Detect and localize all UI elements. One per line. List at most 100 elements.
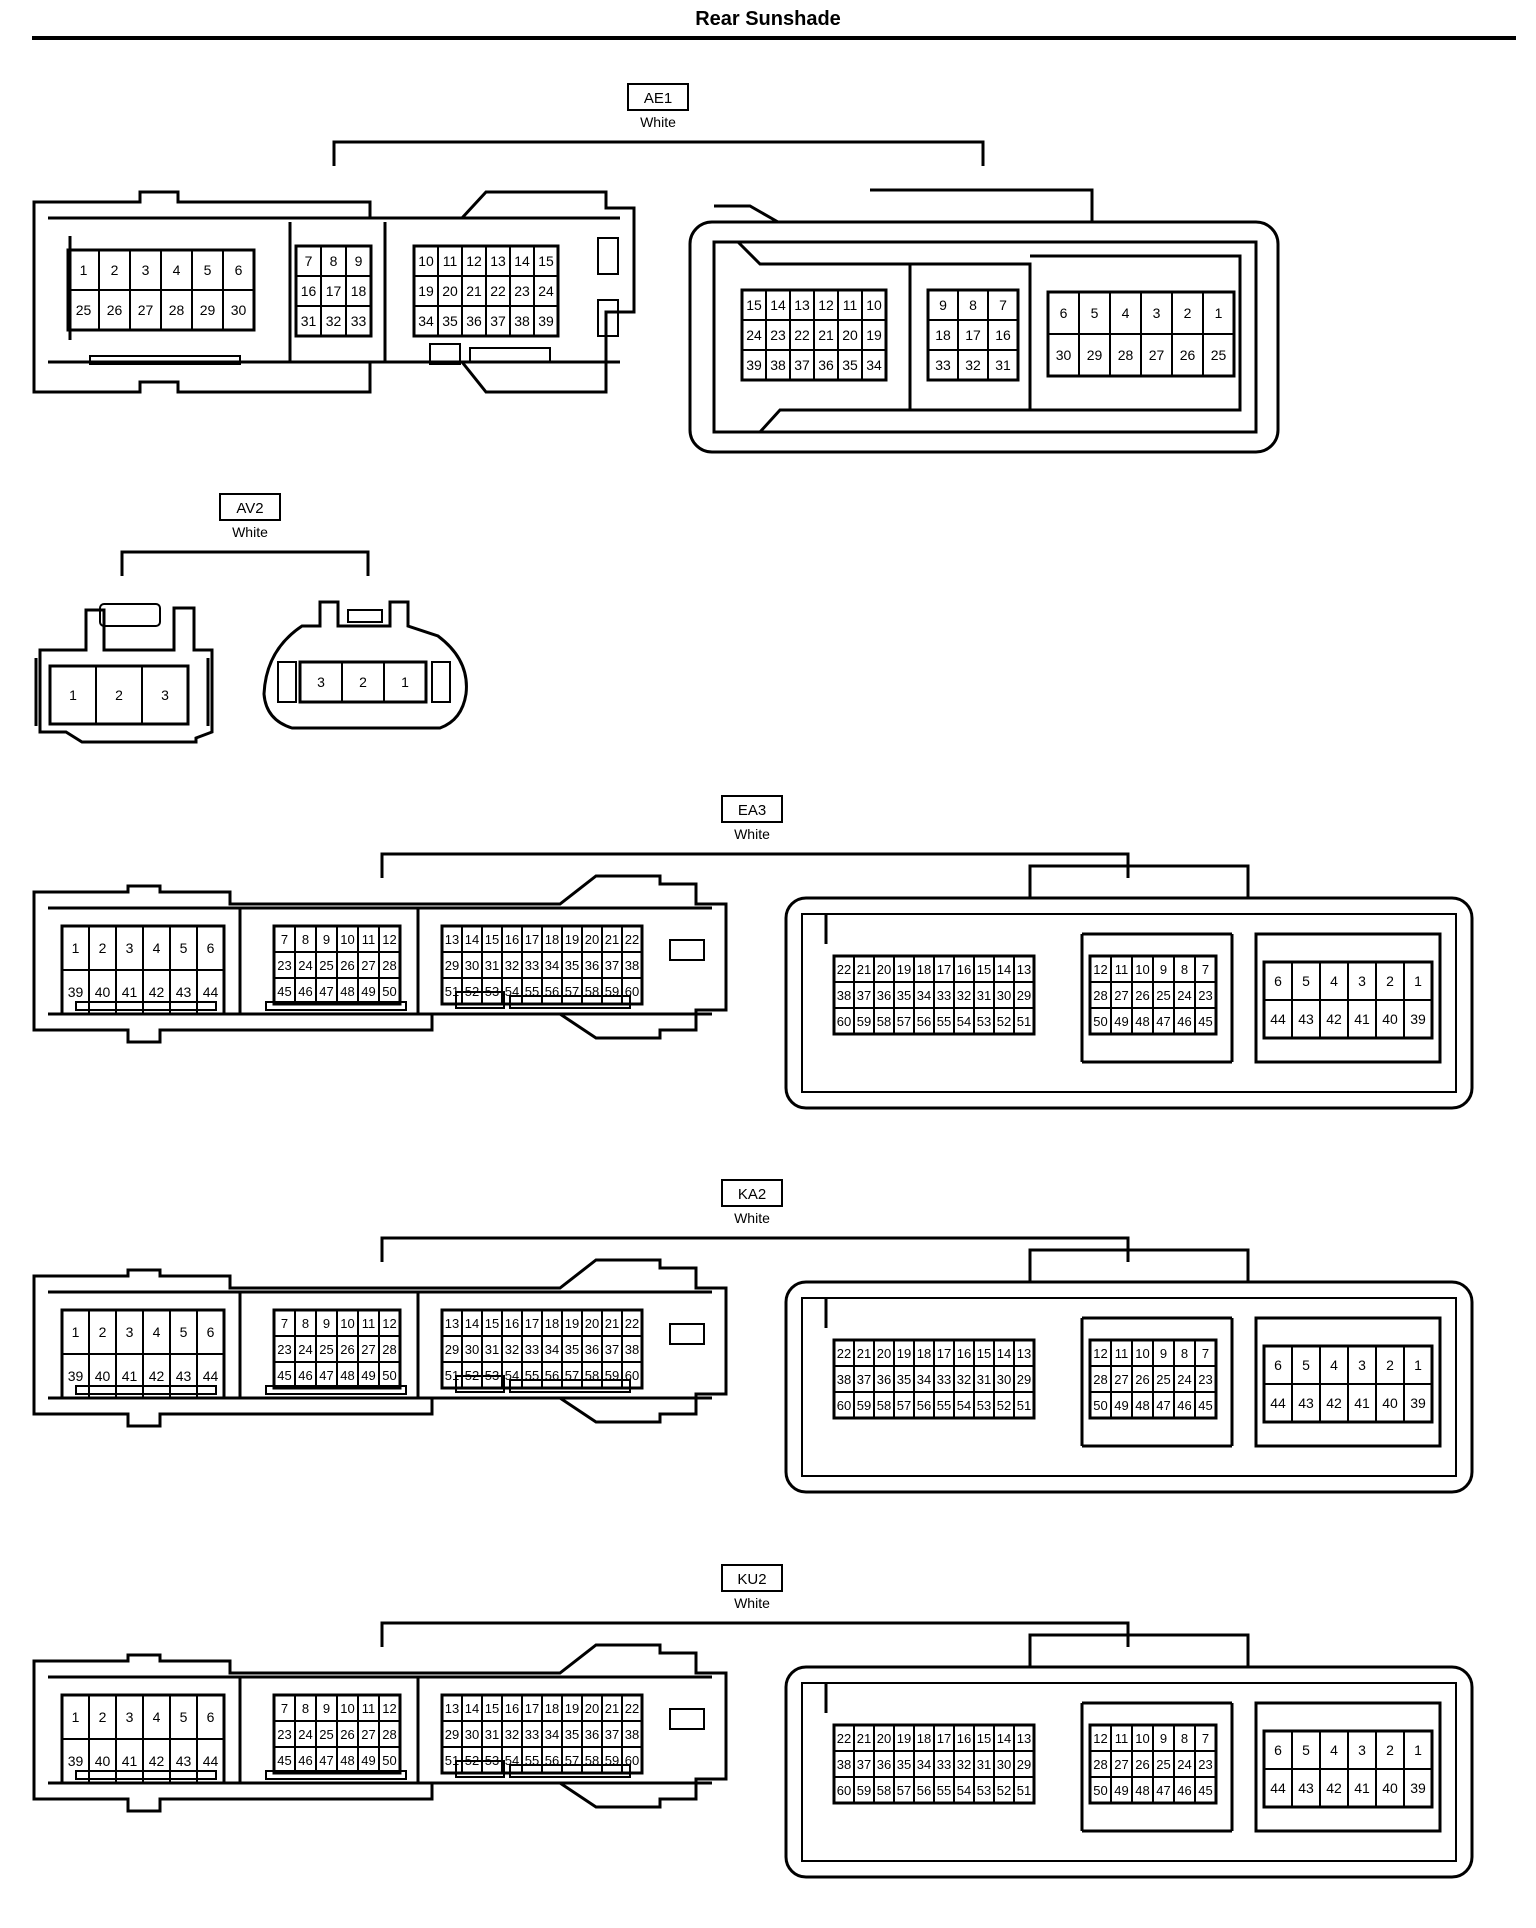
pin-number: 58 bbox=[877, 1014, 891, 1029]
pin-number: 18 bbox=[545, 1701, 559, 1716]
pin-number: 47 bbox=[319, 1368, 333, 1383]
pin-number: 60 bbox=[837, 1783, 851, 1798]
pin-block bbox=[298, 660, 428, 704]
pin-number: 21 bbox=[605, 1701, 619, 1716]
pin-number: 22 bbox=[625, 1701, 639, 1716]
pin-number: 17 bbox=[525, 1316, 539, 1331]
connector-color: White bbox=[232, 524, 268, 540]
pin-number: 3 bbox=[1358, 1357, 1366, 1373]
pin-number: 2 bbox=[99, 940, 107, 956]
pin-number: 48 bbox=[1135, 1014, 1149, 1029]
pin-number: 48 bbox=[340, 1753, 354, 1768]
pin-number: 4 bbox=[1330, 973, 1338, 989]
pin-number: 35 bbox=[565, 1342, 579, 1357]
pin-number: 39 bbox=[746, 357, 762, 373]
pin-number: 7 bbox=[1202, 962, 1209, 977]
pin-number: 52 bbox=[997, 1783, 1011, 1798]
pin-number: 23 bbox=[277, 1342, 291, 1357]
pin-number: 11 bbox=[1115, 1731, 1129, 1746]
pin-number: 34 bbox=[545, 1727, 559, 1742]
pin-number: 48 bbox=[340, 1368, 354, 1383]
pin-number: 32 bbox=[505, 958, 519, 973]
pin-number: 40 bbox=[1382, 1395, 1398, 1411]
pin-number: 37 bbox=[605, 1342, 619, 1357]
pin-number: 58 bbox=[877, 1783, 891, 1798]
pin-number: 30 bbox=[465, 958, 479, 973]
connector-id: KA2 bbox=[738, 1186, 766, 1203]
pin-number: 22 bbox=[837, 1346, 851, 1361]
pin-number: 22 bbox=[837, 1731, 851, 1746]
latch bbox=[347, 609, 383, 623]
pin-number: 8 bbox=[330, 253, 338, 269]
pin-number: 17 bbox=[525, 1701, 539, 1716]
pin-number: 19 bbox=[565, 932, 579, 947]
pin-number: 3 bbox=[1153, 305, 1161, 321]
latch-slot bbox=[597, 299, 619, 337]
pin-number: 56 bbox=[917, 1398, 931, 1413]
pin-number: 37 bbox=[857, 988, 871, 1003]
pin-number: 53 bbox=[485, 1368, 499, 1383]
pin-number: 3 bbox=[1358, 1742, 1366, 1758]
pin-number: 44 bbox=[1270, 1011, 1286, 1027]
pin-number: 6 bbox=[207, 1324, 215, 1340]
pin-number: 37 bbox=[605, 1727, 619, 1742]
pin-number: 24 bbox=[1177, 988, 1191, 1003]
housing-inner bbox=[824, 864, 1250, 1062]
pin-number: 46 bbox=[1177, 1398, 1191, 1413]
pin-number: 20 bbox=[877, 962, 891, 977]
pin-number: 33 bbox=[937, 988, 951, 1003]
pin-number: 12 bbox=[466, 253, 482, 269]
pin-number: 16 bbox=[505, 1701, 519, 1716]
connector-id-box bbox=[721, 1179, 783, 1207]
pin-number: 7 bbox=[1202, 1731, 1209, 1746]
pin-number: 24 bbox=[1177, 1372, 1191, 1387]
pin-number: 54 bbox=[957, 1398, 971, 1413]
pin-number: 34 bbox=[418, 313, 434, 329]
pin-number: 10 bbox=[340, 1701, 354, 1716]
pin-number: 1 bbox=[401, 674, 409, 690]
pin-number: 16 bbox=[957, 962, 971, 977]
pin-number: 3 bbox=[126, 1709, 134, 1725]
pin-number: 36 bbox=[466, 313, 482, 329]
pin-number: 57 bbox=[565, 984, 579, 999]
pin-number: 51 bbox=[1017, 1398, 1031, 1413]
pin-number: 47 bbox=[319, 984, 333, 999]
pin-number: 23 bbox=[1198, 1372, 1212, 1387]
pin-number: 55 bbox=[525, 1753, 539, 1768]
pin-number: 59 bbox=[605, 1368, 619, 1383]
pin-number: 1 bbox=[80, 262, 88, 278]
pin-number: 42 bbox=[149, 1753, 165, 1769]
housing-outline bbox=[32, 1258, 728, 1428]
pin-number: 12 bbox=[1093, 1731, 1107, 1746]
pin-number: 21 bbox=[857, 962, 871, 977]
pin-number: 16 bbox=[301, 283, 317, 299]
pin-number: 6 bbox=[1274, 973, 1282, 989]
title-rule bbox=[32, 36, 1516, 40]
pin-number: 29 bbox=[445, 1342, 459, 1357]
pin-number: 16 bbox=[505, 1316, 519, 1331]
pin-number: 31 bbox=[977, 1757, 991, 1772]
housing-outline bbox=[688, 220, 1280, 454]
connector-bracket bbox=[380, 852, 1130, 878]
pin-number: 28 bbox=[169, 302, 185, 318]
pin-number: 27 bbox=[1114, 1372, 1128, 1387]
pin-number: 32 bbox=[965, 357, 981, 373]
pin-number: 29 bbox=[1017, 1757, 1031, 1772]
pin-number: 5 bbox=[1302, 973, 1310, 989]
pin-number: 12 bbox=[818, 297, 834, 313]
pin-number: 15 bbox=[977, 1731, 991, 1746]
pin-number: 54 bbox=[957, 1783, 971, 1798]
pin-number: 32 bbox=[957, 1757, 971, 1772]
pin-number: 1 bbox=[1414, 973, 1422, 989]
pin-number: 41 bbox=[1354, 1011, 1370, 1027]
pin-number: 9 bbox=[323, 1316, 330, 1331]
pin-number: 29 bbox=[1017, 988, 1031, 1003]
pin-number: 10 bbox=[340, 1316, 354, 1331]
latch-slot bbox=[669, 1708, 705, 1730]
pin-number: 35 bbox=[897, 1372, 911, 1387]
pin-number: 49 bbox=[361, 1368, 375, 1383]
housing-inner bbox=[48, 1675, 712, 1785]
pin-number: 40 bbox=[95, 984, 111, 1000]
pin-number: 38 bbox=[837, 988, 851, 1003]
